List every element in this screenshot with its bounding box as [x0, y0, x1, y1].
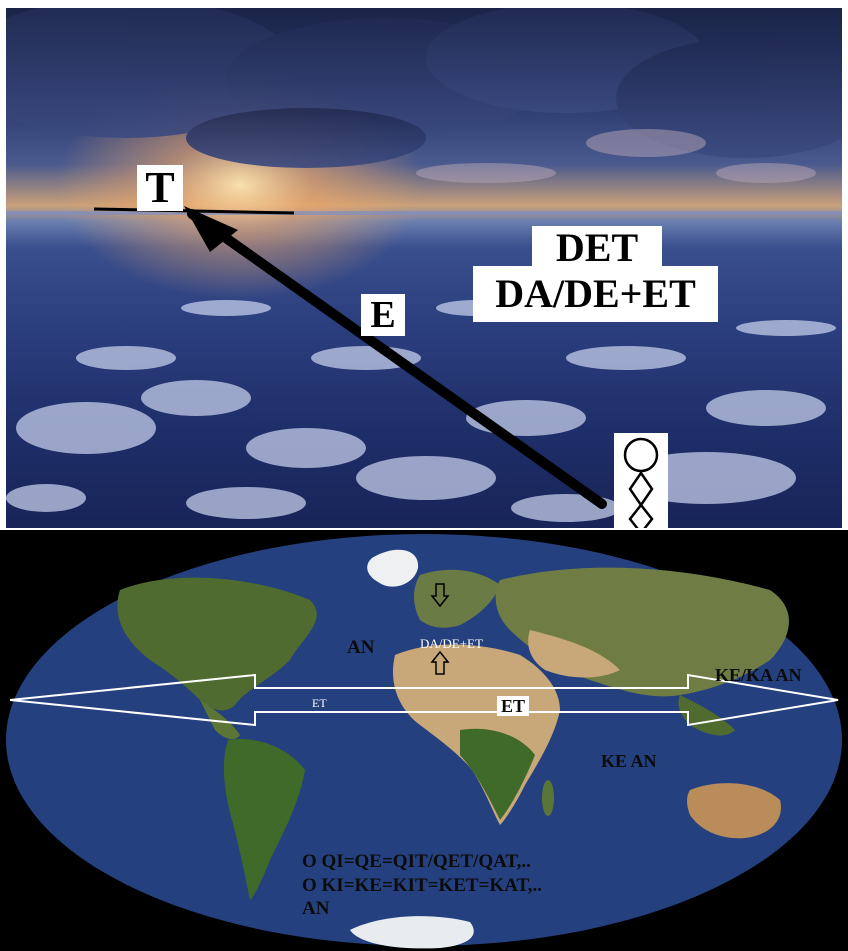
stick-figure-icon	[614, 433, 668, 528]
label-an-top: AN	[347, 637, 375, 658]
world-map-panel: AN DA/DE+ET KE/KA AN ET ET KE AN O QI=QE…	[0, 530, 848, 951]
label-an-bottom: AN	[302, 898, 330, 919]
label-da-de-et-map: DA/DE+ET	[420, 636, 483, 651]
line-o-qi: O QI=QE=QIT/QET/QAT,..	[302, 851, 531, 872]
label-da-de-et: DA/DE+ET	[473, 266, 718, 322]
seascape-panel: T E DET DA/DE+ET	[6, 8, 842, 528]
world-map-image	[6, 534, 842, 949]
label-et-small: ET	[312, 696, 327, 710]
line-o-ki: O KI=KE=KIT=KET=KAT,..	[302, 875, 543, 896]
label-ke-ka-an: KE/KA AN	[715, 665, 802, 685]
label-t: T	[137, 165, 183, 211]
label-det: DET	[532, 226, 662, 270]
label-e: E	[361, 294, 405, 336]
label-ke-an: KE AN	[601, 751, 657, 771]
label-et-big: ET	[497, 696, 530, 716]
